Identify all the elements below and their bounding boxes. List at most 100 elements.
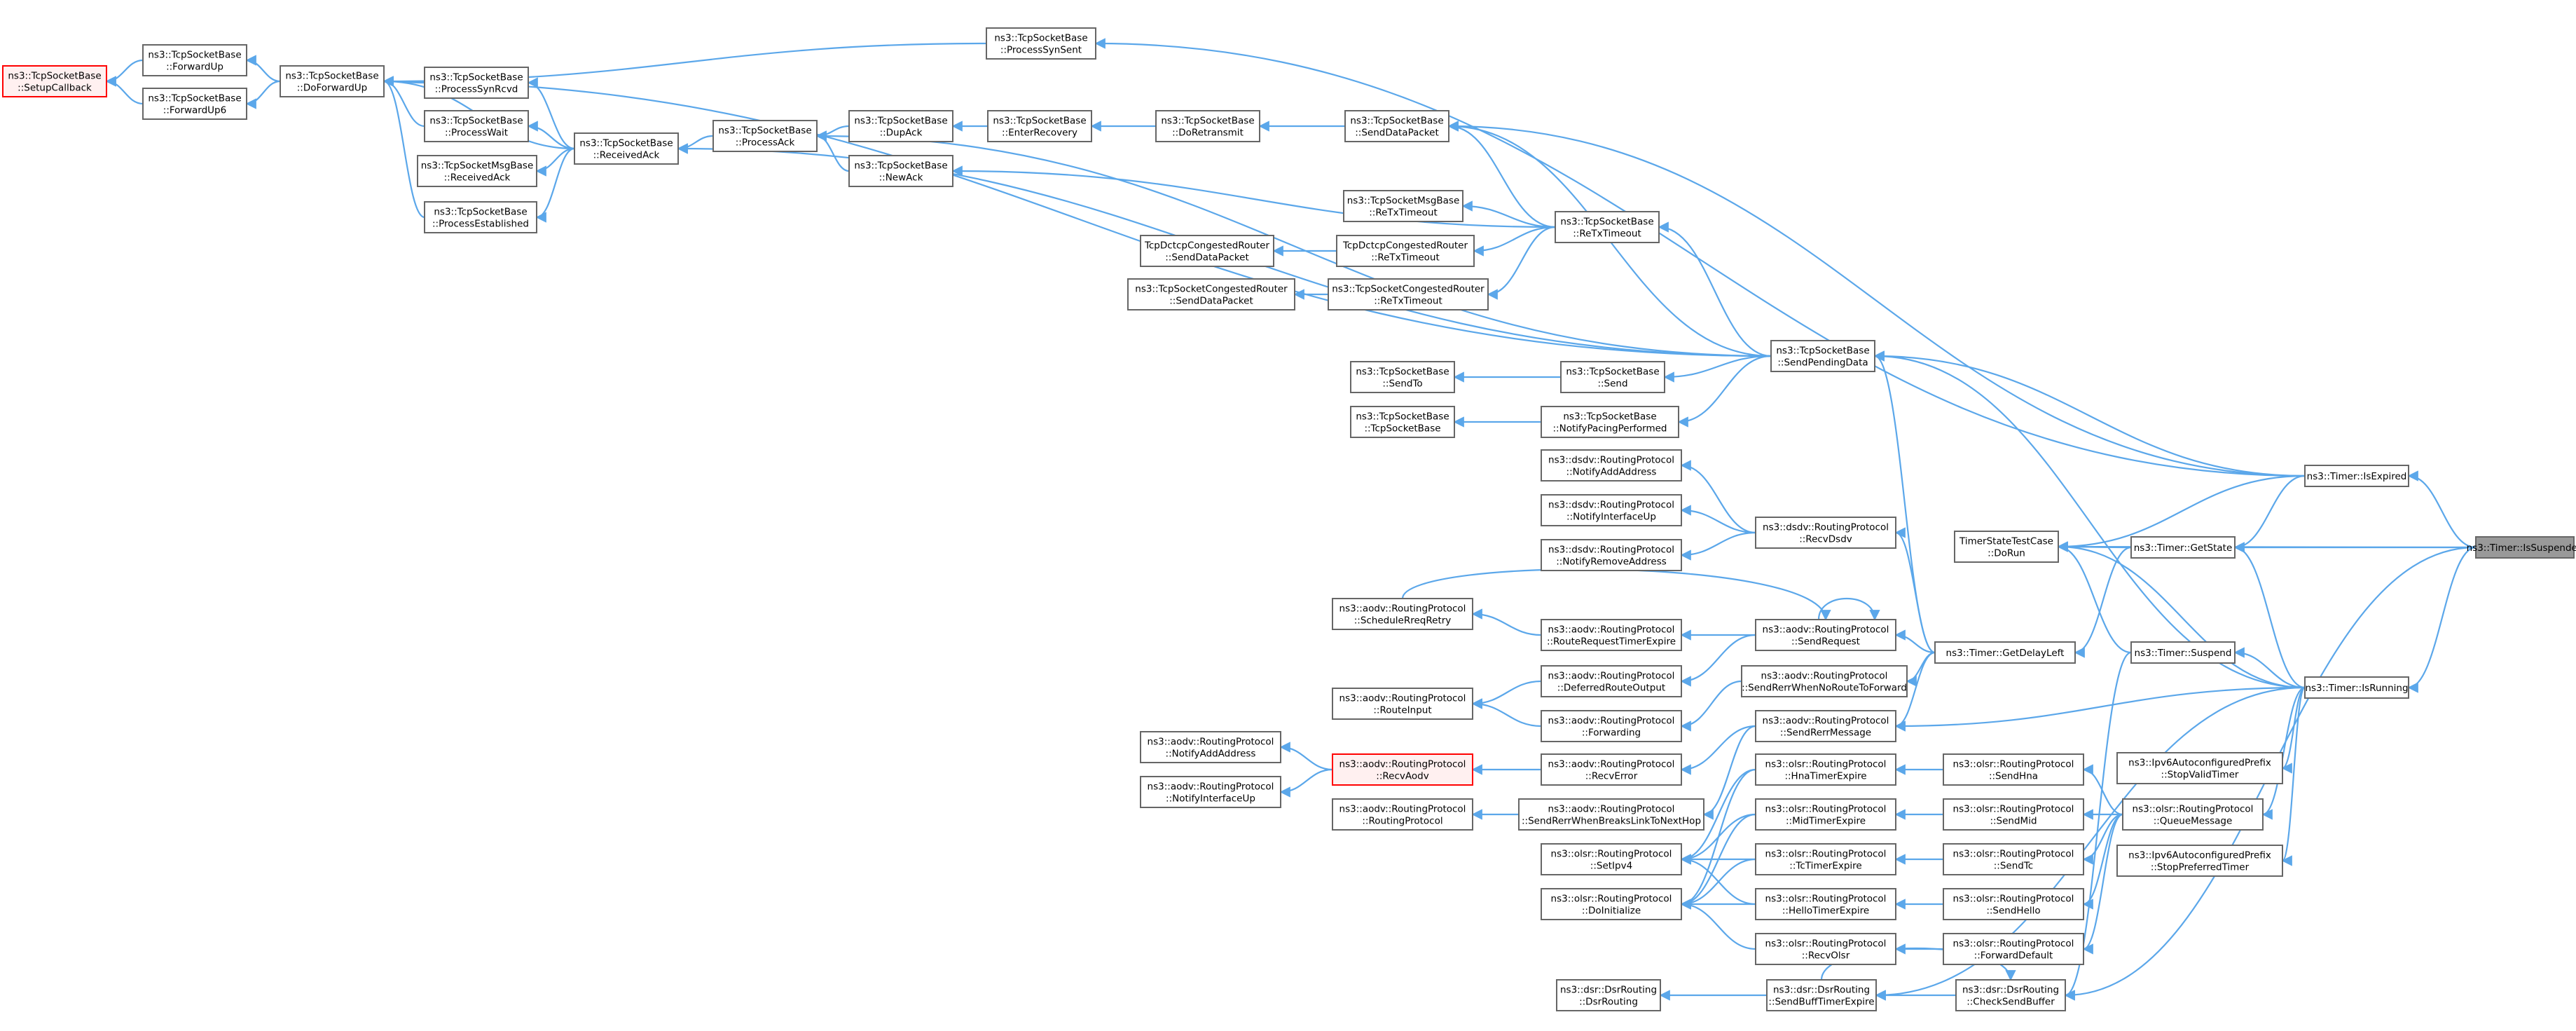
node-box[interactable] xyxy=(424,110,529,142)
node-box[interactable] xyxy=(2116,845,2283,877)
function-node[interactable]: ns3::aodv::RoutingProtocol::SendRequest xyxy=(1755,619,1896,651)
node-box[interactable] xyxy=(1556,979,1661,1011)
node-box[interactable] xyxy=(1140,776,1281,808)
node-box[interactable] xyxy=(2304,465,2409,487)
function-node[interactable]: ns3::olsr::RoutingProtocol::SendHna xyxy=(1943,753,2084,786)
node-box[interactable] xyxy=(1755,843,1896,875)
node-box[interactable] xyxy=(1755,798,1896,831)
function-node[interactable]: ns3::aodv::RoutingProtocol::Forwarding xyxy=(1541,710,1682,742)
node-box[interactable] xyxy=(1328,278,1489,310)
node-box[interactable] xyxy=(1770,340,1875,372)
node-box[interactable] xyxy=(424,67,529,99)
node-box[interactable] xyxy=(1336,235,1475,267)
node-box[interactable] xyxy=(1541,843,1682,875)
function-node[interactable]: ns3::aodv::RoutingProtocol::RouteRequest… xyxy=(1541,619,1682,651)
node-box[interactable] xyxy=(1943,888,2084,920)
function-node[interactable]: ns3::TcpSocketBase::SendTo xyxy=(1350,361,1455,393)
node-box[interactable] xyxy=(1541,449,1682,482)
node-box[interactable] xyxy=(2304,676,2409,699)
function-node[interactable]: ns3::TcpSocketCongestedRouter::ReTxTimeo… xyxy=(1328,278,1489,310)
function-node[interactable]: ns3::olsr::RoutingProtocol::SetIpv4 xyxy=(1541,843,1682,875)
function-node[interactable]: ns3::aodv::RoutingProtocol::SendRerrWhen… xyxy=(1741,665,1908,697)
node-box[interactable] xyxy=(1332,753,1473,786)
function-node[interactable]: ns3::dsdv::RoutingProtocol::RecvDsdv xyxy=(1755,517,1896,549)
function-node[interactable]: ns3::Timer::Suspend xyxy=(2130,641,2236,664)
function-node[interactable]: ns3::TcpSocketBase::SendDataPacket xyxy=(1344,110,1449,142)
node-box[interactable] xyxy=(1755,888,1896,920)
function-node[interactable]: ns3::dsr::DsrRouting::SendBuffTimerExpir… xyxy=(1766,979,1877,1011)
function-node[interactable]: ns3::TcpSocketBase::ProcessWait xyxy=(424,110,529,142)
function-node[interactable]: ns3::olsr::RoutingProtocol::RecvOlsr xyxy=(1755,933,1896,965)
function-node[interactable]: ns3::olsr::RoutingProtocol::TcTimerExpir… xyxy=(1755,843,1896,875)
function-node[interactable]: ns3::olsr::RoutingProtocol::SendMid xyxy=(1943,798,2084,831)
function-node[interactable]: ns3::TcpSocketBase::ProcessSynRcvd xyxy=(424,67,529,99)
function-node[interactable]: ns3::TcpSocketBase::ProcessEstablished xyxy=(424,201,537,233)
function-node[interactable]: ns3::dsdv::RoutingProtocol::NotifyRemove… xyxy=(1541,539,1682,571)
node-box[interactable] xyxy=(2,65,107,97)
function-node[interactable]: TcpDctcpCongestedRouter::ReTxTimeout xyxy=(1336,235,1475,267)
function-node[interactable]: ns3::Timer::IsSuspended xyxy=(2467,536,2576,559)
function-node[interactable]: ns3::TcpSocketBase::NotifyPacingPerforme… xyxy=(1541,406,1679,438)
function-node[interactable]: ns3::TcpSocketBase::EnterRecovery xyxy=(987,110,1092,142)
node-box[interactable] xyxy=(1755,933,1896,965)
function-node[interactable]: ns3::aodv::RoutingProtocol::NotifyInterf… xyxy=(1140,776,1281,808)
function-node[interactable]: ns3::TcpSocketBase::ForwardUp6 xyxy=(142,88,247,120)
function-node[interactable]: ns3::olsr::RoutingProtocol::QueueMessage xyxy=(2122,798,2264,831)
node-box[interactable] xyxy=(1755,753,1896,786)
node-box[interactable] xyxy=(1344,110,1449,142)
function-node[interactable]: ns3::aodv::RoutingProtocol::DeferredRout… xyxy=(1541,665,1682,697)
function-node[interactable]: ns3::aodv::RoutingProtocol::RecvError xyxy=(1541,753,1682,786)
function-node[interactable]: ns3::TcpSocketBase::NewAck xyxy=(848,155,953,187)
node-box[interactable] xyxy=(986,27,1096,60)
node-box[interactable] xyxy=(2116,752,2283,784)
function-node[interactable]: ns3::TcpSocketBase::DoRetransmit xyxy=(1155,110,1260,142)
function-node[interactable]: ns3::TcpSocketMsgBase::ReTxTimeout xyxy=(1343,190,1463,222)
function-node[interactable]: ns3::aodv::RoutingProtocol::RoutingProto… xyxy=(1332,798,1473,831)
function-node[interactable]: ns3::olsr::RoutingProtocol::SendTc xyxy=(1943,843,2084,875)
function-node[interactable]: ns3::aodv::RoutingProtocol::SendRerrWhen… xyxy=(1518,798,1704,831)
node-box[interactable] xyxy=(574,132,679,165)
function-node[interactable]: ns3::dsdv::RoutingProtocol::NotifyInterf… xyxy=(1541,494,1682,526)
function-node[interactable]: ns3::olsr::RoutingProtocol::SendHello xyxy=(1943,888,2084,920)
node-box[interactable] xyxy=(142,44,247,76)
node-box[interactable] xyxy=(142,88,247,120)
function-node[interactable]: ns3::TcpSocketBase::Send xyxy=(1560,361,1665,393)
function-node[interactable]: ns3::TcpSocketBase::DoForwardUp xyxy=(280,65,385,97)
node-box[interactable] xyxy=(280,65,385,97)
node-box[interactable] xyxy=(712,120,818,152)
function-node[interactable]: ns3::aodv::RoutingProtocol::RecvAodv xyxy=(1332,753,1473,786)
function-node[interactable]: ns3::aodv::RoutingProtocol::SendRerrMess… xyxy=(1755,710,1896,742)
function-node[interactable]: ns3::Timer::IsExpired xyxy=(2304,465,2409,487)
node-box[interactable] xyxy=(1127,278,1295,310)
node-box[interactable] xyxy=(1943,843,2084,875)
node-box[interactable] xyxy=(1755,619,1896,651)
node-box[interactable] xyxy=(1332,688,1473,720)
node-box[interactable] xyxy=(1541,539,1682,571)
node-box[interactable] xyxy=(1350,406,1455,438)
function-node[interactable]: ns3::aodv::RoutingProtocol::NotifyAddAdd… xyxy=(1140,731,1281,763)
function-node[interactable]: ns3::dsdv::RoutingProtocol::NotifyAddAdd… xyxy=(1541,449,1682,482)
function-node[interactable]: ns3::Ipv6AutoconfiguredPrefix::StopPrefe… xyxy=(2116,845,2283,877)
node-box[interactable] xyxy=(1350,361,1455,393)
function-node[interactable]: ns3::dsr::DsrRouting::DsrRouting xyxy=(1556,979,1661,1011)
node-box[interactable] xyxy=(1943,753,2084,786)
node-box[interactable] xyxy=(1518,798,1704,831)
function-node[interactable]: ns3::aodv::RoutingProtocol::RouteInput xyxy=(1332,688,1473,720)
function-node[interactable]: ns3::TcpSocketMsgBase::ReceivedAck xyxy=(417,155,537,187)
node-box[interactable] xyxy=(1140,235,1274,267)
node-box[interactable] xyxy=(1955,979,2066,1011)
function-node[interactable]: ns3::olsr::RoutingProtocol::HnaTimerExpi… xyxy=(1755,753,1896,786)
node-box[interactable] xyxy=(1766,979,1877,1011)
function-node[interactable]: ns3::Timer::GetDelayLeft xyxy=(1934,641,2076,664)
node-box[interactable] xyxy=(1541,494,1682,526)
function-node[interactable]: ns3::TcpSocketBase::TcpSocketBase xyxy=(1350,406,1455,438)
node-box[interactable] xyxy=(1755,517,1896,549)
function-node[interactable]: ns3::TcpSocketCongestedRouter::SendDataP… xyxy=(1127,278,1295,310)
function-node[interactable]: ns3::TcpSocketBase::ReceivedAck xyxy=(574,132,679,165)
node-box[interactable] xyxy=(848,155,953,187)
function-node[interactable]: ns3::TcpSocketBase::ProcessSynSent xyxy=(986,27,1096,60)
function-node[interactable]: ns3::olsr::RoutingProtocol::HelloTimerEx… xyxy=(1755,888,1896,920)
function-node[interactable]: TimerStateTestCase::DoRun xyxy=(1954,531,2059,563)
node-box[interactable] xyxy=(1943,798,2084,831)
node-box[interactable] xyxy=(1343,190,1463,222)
